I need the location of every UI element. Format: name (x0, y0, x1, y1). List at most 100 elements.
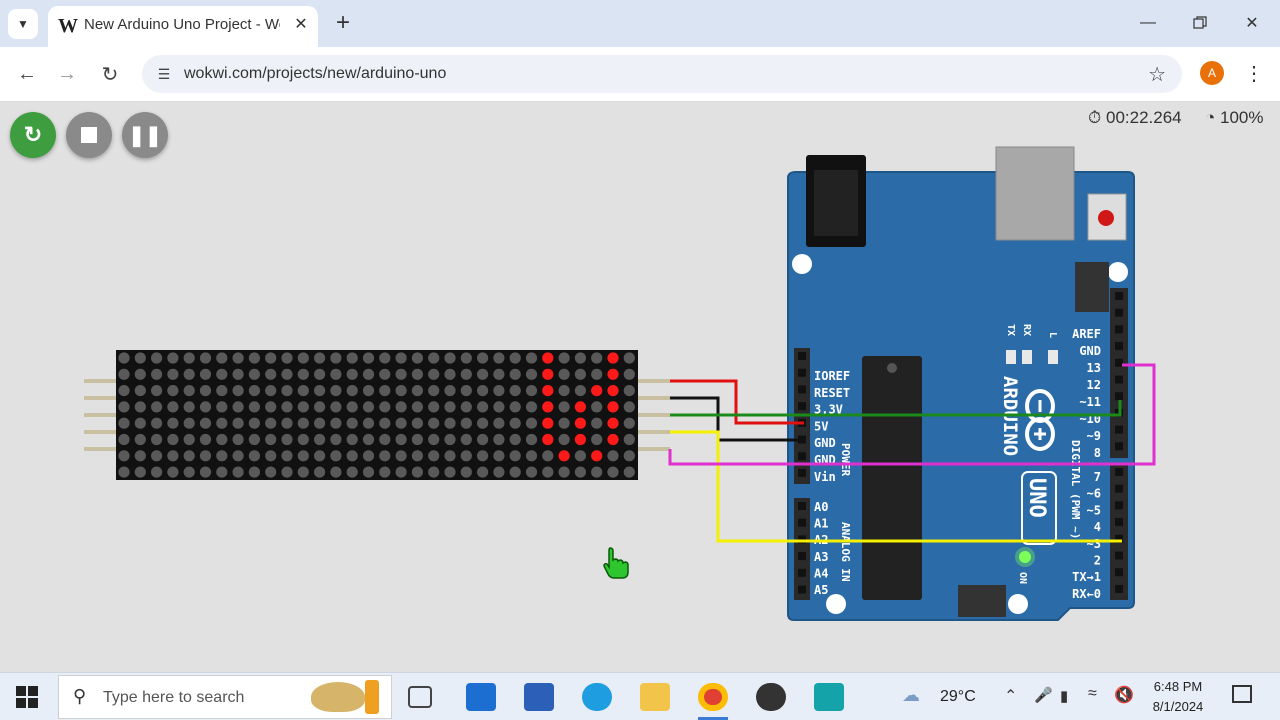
header-pin-hole[interactable] (1115, 292, 1123, 300)
digital-pin-label: ~9 (1087, 429, 1101, 443)
microphone-icon[interactable]: 🎤 (1034, 687, 1053, 704)
matrix-led-off (232, 433, 244, 446)
store-app-icon[interactable] (524, 683, 554, 711)
header-pin-hole[interactable] (1115, 551, 1123, 560)
tray-chevron-up-icon[interactable]: ⌃ (1004, 688, 1018, 705)
matrix-led-off (134, 368, 146, 380)
header-pin-hole[interactable] (798, 552, 806, 561)
header-pin-hole[interactable] (798, 352, 806, 360)
matrix-led-off (574, 352, 587, 364)
header-pin-hole[interactable] (1115, 358, 1123, 367)
wire-black[interactable] (670, 396, 804, 442)
address-bar[interactable]: ☰ wokwi.com/projects/new/arduino-uno ☆ (142, 55, 1182, 93)
matrix-led-off (542, 466, 554, 478)
tab-search-button[interactable]: ▼ (8, 9, 38, 39)
header-pin-hole[interactable] (1115, 392, 1123, 401)
matrix-led-off (346, 385, 358, 397)
matrix-led-off (265, 417, 277, 429)
restart-simulation-button[interactable]: ↻ (10, 112, 56, 158)
header-pin-hole[interactable] (798, 568, 806, 577)
header-pin-hole[interactable] (1115, 342, 1123, 351)
header-pin-hole[interactable] (1115, 501, 1123, 510)
matrix-led-off (558, 417, 570, 429)
matrix-led-off (314, 433, 326, 446)
header-pin-hole[interactable] (1115, 375, 1123, 384)
file-explorer-icon[interactable] (640, 683, 670, 711)
matrix-led-off (525, 466, 538, 478)
task-view-icon[interactable] (408, 686, 432, 708)
arduino-ide-icon[interactable] (814, 683, 844, 711)
site-info-icon[interactable]: ☰ (157, 65, 171, 82)
forward-button[interactable]: → (52, 59, 82, 89)
header-pin-hole[interactable] (1115, 568, 1123, 577)
window-close-button[interactable]: ✕ (1245, 15, 1259, 32)
header-pin-hole[interactable] (798, 502, 806, 510)
search-icon: ⚲ (73, 686, 87, 706)
power-header-title: POWER (839, 443, 852, 476)
header-pin-hole[interactable] (1115, 425, 1123, 434)
header-pin-hole[interactable] (798, 452, 806, 461)
url-text[interactable]: wokwi.com/projects/new/arduino-uno (184, 65, 447, 82)
obs-studio-icon[interactable] (756, 683, 786, 711)
header-pin-hole[interactable] (798, 402, 806, 411)
browser-menu-icon[interactable]: ⋮ (1244, 62, 1264, 85)
wire-yellow[interactable] (670, 430, 1122, 543)
wire-magenta[interactable] (668, 363, 1156, 466)
matrix-led-off (362, 352, 375, 364)
taskbar-search-box[interactable]: ⚲ Type here to search (58, 675, 392, 719)
led-matrix-module[interactable] (84, 350, 670, 480)
reset-button[interactable] (1098, 210, 1114, 226)
header-pin-hole[interactable] (798, 468, 806, 477)
header-pin-hole[interactable] (798, 585, 806, 594)
arduino-uno-board[interactable] (787, 146, 1135, 621)
volume-muted-icon[interactable]: 🔇 (1114, 687, 1134, 704)
start-button[interactable] (16, 686, 38, 713)
weather-temperature[interactable]: 29°C (940, 688, 976, 705)
header-pin-hole[interactable] (1115, 484, 1123, 493)
back-button[interactable]: ← (12, 59, 42, 89)
header-pin-hole[interactable] (1115, 468, 1123, 476)
mail-app-icon[interactable] (466, 683, 496, 711)
stop-simulation-button[interactable] (66, 112, 112, 158)
wire-red[interactable] (670, 379, 804, 425)
new-tab-button[interactable]: + (335, 9, 350, 36)
matrix-led-off (281, 385, 293, 397)
tab-close-icon[interactable]: ✕ (294, 16, 308, 33)
matrix-led-off (591, 417, 603, 429)
header-pin-hole[interactable] (1115, 534, 1123, 543)
header-pin-hole[interactable] (1115, 308, 1123, 317)
battery-icon[interactable]: ▮ (1060, 688, 1069, 705)
matrix-led-off (444, 450, 456, 462)
header-pin-hole[interactable] (1115, 584, 1123, 593)
bookmark-star-icon[interactable]: ☆ (1148, 64, 1166, 86)
header-pin-hole[interactable] (1115, 518, 1123, 527)
header-pin-hole[interactable] (798, 368, 806, 377)
matrix-led-off (134, 450, 146, 462)
header-pin-hole[interactable] (1115, 442, 1123, 451)
matrix-led-off (314, 450, 326, 462)
header-pin-hole[interactable] (1115, 325, 1123, 334)
pause-simulation-button[interactable]: ❚❚ (122, 112, 168, 158)
taskbar-clock[interactable]: 6:48 PM 8/1/2024 (1142, 677, 1214, 717)
matrix-led-off (591, 401, 603, 413)
minimize-button[interactable]: — (1140, 14, 1156, 31)
notification-center-icon[interactable] (1232, 685, 1252, 703)
weather-cloud-icon[interactable]: ☁ (902, 685, 920, 705)
matrix-led-off (574, 450, 587, 462)
wire-green[interactable] (670, 400, 1122, 417)
restore-button[interactable] (1178, 8, 1222, 38)
header-pin-hole[interactable] (798, 518, 806, 527)
matrix-led-off (134, 385, 146, 397)
matrix-led-off (493, 368, 505, 380)
chrome-browser-icon[interactable] (698, 683, 728, 711)
reload-button[interactable]: ↻ (95, 59, 125, 89)
simulation-speed: ◔ 100% (1205, 108, 1264, 128)
header-pin-hole[interactable] (798, 385, 806, 394)
edge-browser-icon[interactable] (582, 683, 612, 711)
active-tab[interactable]: W New Arduino Uno Project - Wokwi ✕ (48, 6, 318, 47)
matrix-led-on (607, 417, 619, 429)
wifi-icon[interactable]: ≈ (1088, 685, 1097, 702)
header-pin-hole[interactable] (798, 535, 806, 544)
matrix-led-off (151, 401, 163, 413)
profile-avatar[interactable]: A (1200, 61, 1224, 85)
